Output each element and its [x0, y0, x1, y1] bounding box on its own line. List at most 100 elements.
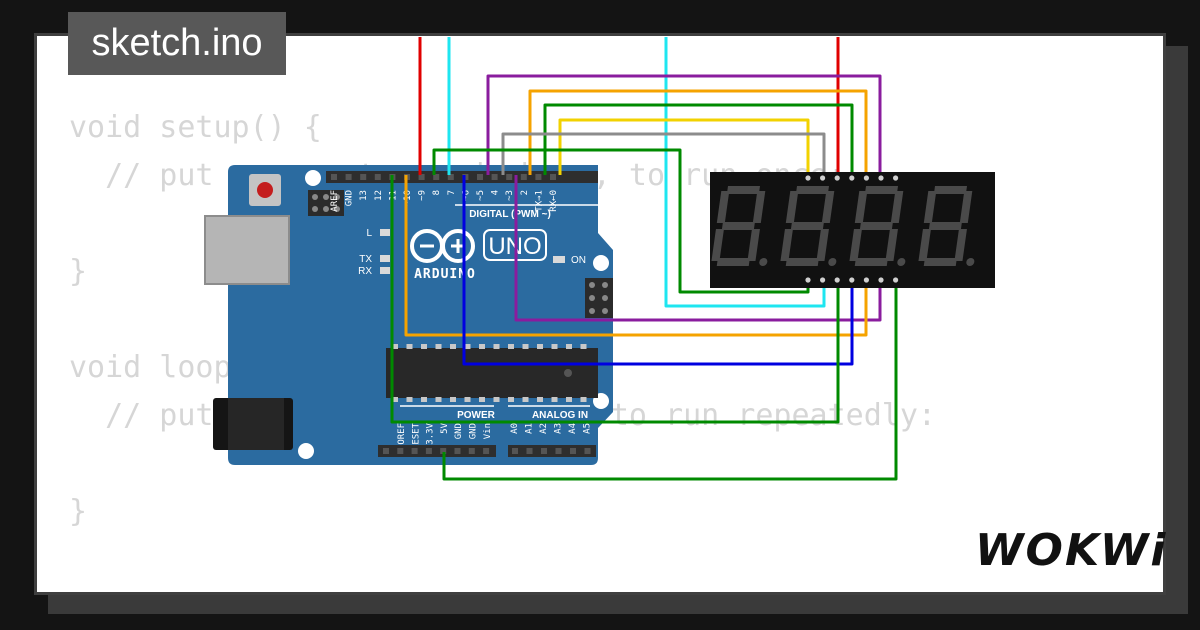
display-pin[interactable]	[834, 175, 840, 181]
digital-pin-label: ~6	[461, 190, 471, 201]
digital-pin-label: GND	[345, 190, 355, 206]
digital-pin-socket[interactable]	[418, 174, 425, 180]
display-pin[interactable]	[893, 175, 899, 181]
display-pin[interactable]	[863, 175, 870, 181]
display-pin[interactable]	[878, 277, 884, 283]
power-header-label: POWER	[457, 410, 496, 421]
power-pin-label: 5V	[440, 422, 450, 433]
on-led-label: ON	[571, 255, 586, 266]
display-pin[interactable]	[820, 277, 826, 283]
analog-pin-socket[interactable]	[584, 448, 591, 454]
l-led-label: L	[366, 228, 372, 239]
wire-blue	[462, 175, 854, 366]
wire-green-left	[390, 175, 840, 424]
digital-pin-socket[interactable]	[550, 174, 556, 180]
rx-led-label: RX	[358, 266, 372, 277]
power-pin-socket[interactable]	[468, 448, 475, 454]
digital-pin-socket[interactable]	[360, 174, 367, 180]
display-pin[interactable]	[893, 277, 899, 283]
digital-pin-label: 2	[520, 190, 530, 195]
analog-pin-label: A3	[554, 423, 564, 434]
power-header	[378, 445, 496, 457]
display-pin[interactable]	[849, 175, 855, 181]
mount-hole	[298, 443, 314, 459]
seven-segment-digit	[711, 186, 768, 266]
analog-pin-socket[interactable]	[512, 448, 518, 454]
digital-header	[326, 171, 598, 183]
wire-purple-top	[486, 74, 882, 177]
digital-pin-label: 4	[491, 190, 501, 195]
wokwi-logo: WOKWi	[975, 525, 1168, 576]
digital-pin-socket[interactable]	[345, 174, 352, 180]
power-pin-socket[interactable]	[440, 448, 447, 454]
digital-pin-socket[interactable]	[331, 174, 337, 180]
wire-orange-bottom	[404, 175, 868, 337]
seven-segment-digit	[918, 186, 975, 266]
code-line: }	[69, 494, 88, 529]
usb-port	[204, 215, 290, 285]
digital-pin-socket[interactable]	[520, 174, 527, 180]
digital-pin-socket[interactable]	[477, 174, 483, 180]
power-pin-label: Vin	[483, 423, 493, 439]
mount-hole	[305, 170, 321, 186]
analog-pin-label: A4	[568, 423, 578, 434]
file-tab[interactable]: sketch.ino	[68, 12, 286, 75]
power-pin-socket[interactable]	[425, 448, 432, 454]
analog-pin-label: A2	[539, 423, 549, 434]
icsp-header-2	[585, 278, 613, 318]
power-pin-socket[interactable]	[411, 448, 418, 454]
digital-pin-label: ~3	[505, 190, 515, 201]
digital-pin-socket[interactable]	[374, 174, 381, 180]
display-pin[interactable]	[805, 277, 811, 283]
power-pin-label: 3.3V	[426, 422, 436, 444]
analog-pin-socket[interactable]	[570, 448, 576, 454]
analog-pin-label: A1	[525, 423, 535, 434]
wire-green-mid	[432, 148, 810, 294]
analog-pin-socket[interactable]	[555, 448, 562, 454]
analog-pin-socket[interactable]	[526, 448, 533, 454]
display-pin[interactable]	[878, 175, 884, 181]
digital-header-label: DIGITAL (PWM ~)	[469, 209, 551, 220]
display-pin[interactable]	[849, 277, 855, 283]
display-pin[interactable]	[863, 277, 870, 283]
power-pin-socket[interactable]	[483, 448, 490, 454]
power-pin-label: GND	[454, 423, 464, 439]
code-line: }	[69, 254, 88, 289]
digital-pin-label: 13	[359, 190, 369, 201]
digital-pin-socket[interactable]	[535, 174, 542, 180]
display-pin[interactable]	[820, 175, 826, 181]
seven-segment-digit	[849, 186, 906, 266]
tx-led	[380, 255, 390, 262]
seven-segment-display[interactable]	[710, 172, 995, 288]
display-pin[interactable]	[834, 277, 840, 283]
analog-header	[508, 445, 596, 457]
power-pin-socket[interactable]	[454, 448, 461, 454]
reset-button-cap	[257, 182, 273, 198]
power-pin-label: RESET	[411, 422, 421, 450]
digital-pin-label: 12	[374, 190, 384, 201]
wire-green-power	[442, 280, 898, 481]
analog-pin-socket[interactable]	[541, 448, 547, 454]
analog-header-label: ANALOG IN	[532, 410, 588, 421]
code-line: void setup() {	[69, 110, 322, 145]
atmega-chip	[386, 348, 598, 398]
power-pin-socket[interactable]	[383, 448, 389, 454]
digital-pin-label: ~10	[403, 190, 413, 206]
tx-led-label: TX	[359, 254, 372, 265]
on-led	[553, 256, 565, 263]
digital-pin-socket[interactable]	[491, 174, 498, 180]
digital-pin-socket[interactable]	[506, 174, 513, 180]
digital-pin-label: 8	[432, 190, 442, 195]
power-pin-socket[interactable]	[397, 448, 404, 454]
digital-pin-socket[interactable]	[433, 174, 440, 180]
l-led	[380, 229, 390, 236]
digital-pin-label: 7	[447, 190, 457, 195]
wire-gray-top	[501, 132, 826, 177]
digital-pin-socket[interactable]	[447, 174, 454, 180]
display-pin[interactable]	[805, 175, 811, 181]
